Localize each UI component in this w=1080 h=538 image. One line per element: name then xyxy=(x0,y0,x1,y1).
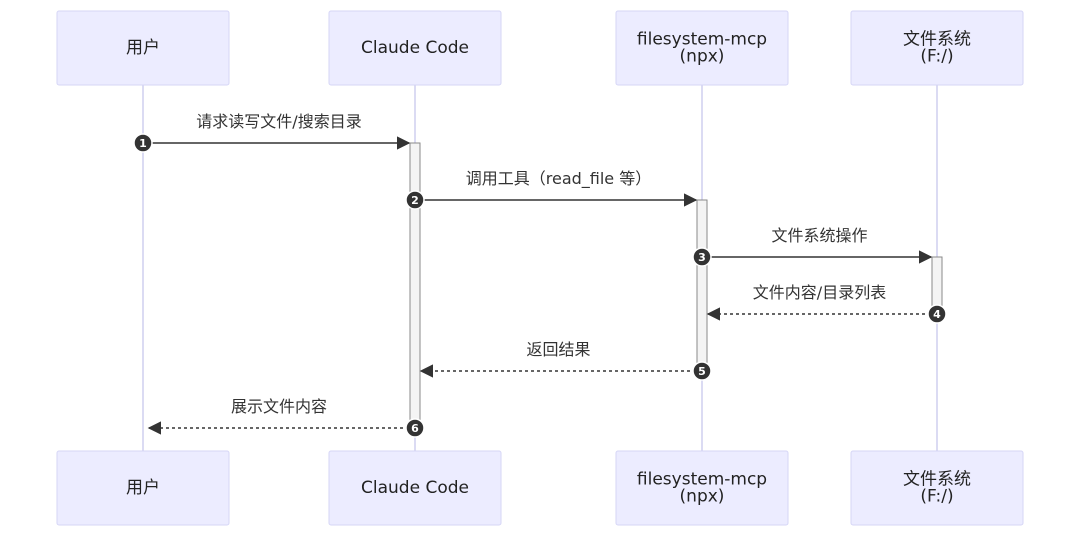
actor-label: Claude Code xyxy=(361,478,469,498)
actor-label: 用户 xyxy=(126,38,160,58)
actor-label: filesystem-mcp xyxy=(637,470,767,490)
actor-box xyxy=(850,450,1024,526)
actor-box xyxy=(850,10,1024,86)
actor-label: 文件系统 xyxy=(903,30,971,50)
sequence-number: 3 xyxy=(698,251,706,264)
sequence-number: 2 xyxy=(411,194,419,207)
actor-claude-top: Claude Code xyxy=(328,10,502,86)
actor-box xyxy=(56,450,230,526)
activation-bar-claude xyxy=(409,142,421,429)
actor-label: (F:/) xyxy=(920,487,953,507)
message-5: 返回结果 5 xyxy=(419,340,712,381)
message-6: 展示文件内容 6 xyxy=(147,397,425,438)
message-label: 请求读写文件/搜索目录 xyxy=(196,112,361,131)
actor-user-bottom: 用户 xyxy=(56,450,230,526)
message-label: 返回结果 xyxy=(526,340,590,359)
actor-label: (npx) xyxy=(680,487,725,507)
actors-bottom: 用户 Claude Code filesystem-mcp(npx) 文件系统(F:/… xyxy=(56,450,1024,526)
message-3: 文件系统操作 3 xyxy=(692,226,933,267)
actor-label: filesystem-mcp xyxy=(637,30,767,50)
sequence-number-badge xyxy=(927,304,947,324)
message-label: 文件内容/目录列表 xyxy=(753,283,886,302)
actor-label: Claude Code xyxy=(361,38,469,58)
message-label: 展示文件内容 xyxy=(231,397,327,416)
actor-box xyxy=(615,10,789,86)
message-label: 文件系统操作 xyxy=(771,226,867,245)
message-4: 文件内容/目录列表 4 xyxy=(706,283,947,324)
message-2: 调用工具（read_file 等） 2 xyxy=(405,169,698,210)
actor-label: 文件系统 xyxy=(903,470,971,490)
sequence-number-badge xyxy=(405,418,425,438)
actor-box xyxy=(615,450,789,526)
actor-label: (npx) xyxy=(680,47,725,67)
actor-fs-top: 文件系统(F:/) xyxy=(850,10,1024,86)
actor-user-top: 用户 xyxy=(56,10,230,86)
actor-box xyxy=(328,450,502,526)
message-label: 调用工具（read_file 等） xyxy=(466,169,652,189)
actor-claude-bottom: Claude Code xyxy=(328,450,502,526)
actor-box xyxy=(328,10,502,86)
actor-label: (F:/) xyxy=(920,47,953,67)
sequence-number-badge xyxy=(133,133,153,153)
sequence-number: 5 xyxy=(698,365,706,378)
sequence-number-badge xyxy=(692,361,712,381)
sequence-number: 1 xyxy=(139,137,147,150)
sequence-number: 6 xyxy=(411,422,419,435)
message-1: 请求读写文件/搜索目录 1 xyxy=(133,112,411,153)
messages: 请求读写文件/搜索目录 1 调用工具（read_file 等） 2 文件系统操作 3 文件内… xyxy=(133,112,947,438)
actor-label: 用户 xyxy=(126,478,160,498)
activation-bar-mcp xyxy=(696,199,708,372)
actors-top: 用户 Claude Code filesystem-mcp(npx) 文件系统(F:/… xyxy=(56,10,1024,86)
sequence-number: 4 xyxy=(933,308,941,321)
actor-mcp-top: filesystem-mcp(npx) xyxy=(615,10,789,86)
sequence-number-badge xyxy=(405,190,425,210)
actor-fs-bottom: 文件系统(F:/) xyxy=(850,450,1024,526)
actor-mcp-bottom: filesystem-mcp(npx) xyxy=(615,450,789,526)
sequence-number-badge xyxy=(692,247,712,267)
actor-box xyxy=(56,10,230,86)
